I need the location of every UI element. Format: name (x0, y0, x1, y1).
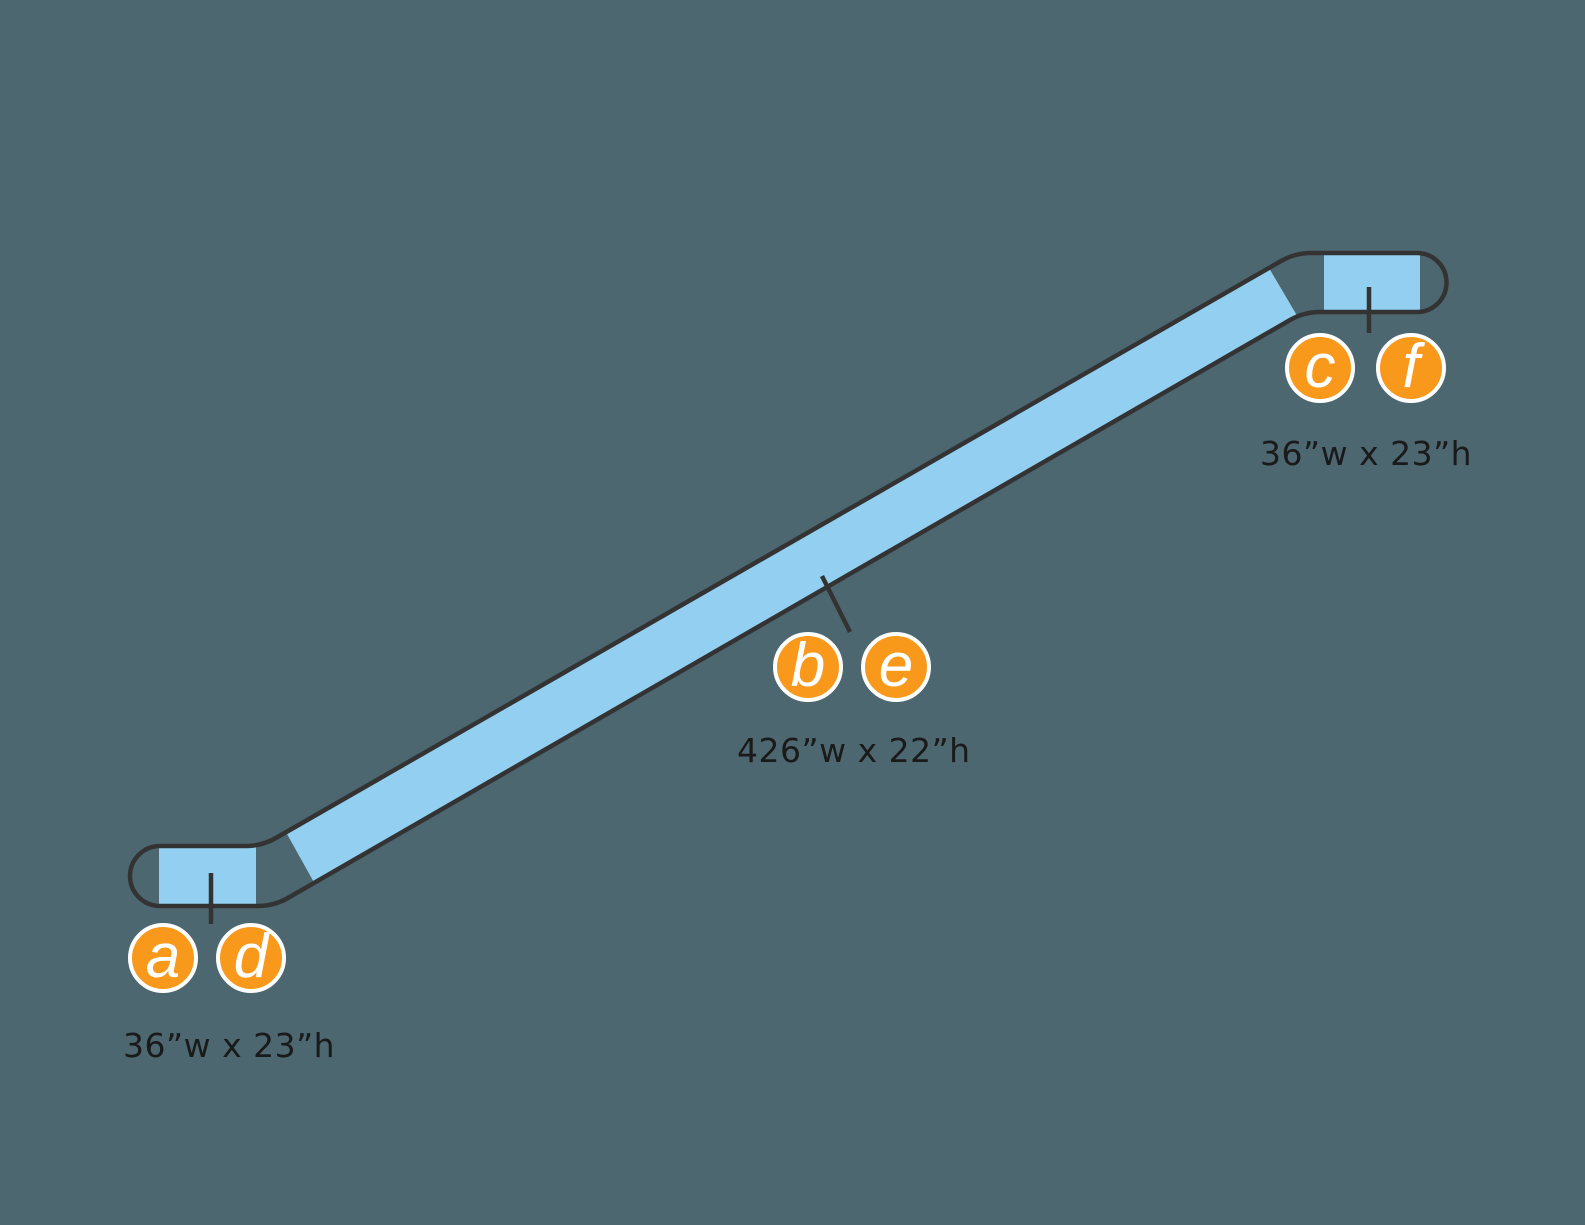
incline-dimension-label: 426”w x 22”h (737, 731, 971, 770)
badge-a: a (128, 923, 198, 993)
badge-b: b (773, 632, 843, 702)
badge-e: e (861, 632, 931, 702)
badge-c: c (1285, 333, 1355, 403)
incline-panel (286, 268, 1298, 883)
badge-f: f (1376, 333, 1446, 403)
upper-dimension-label: 36”w x 23”h (1260, 434, 1473, 473)
lower-dimension-label: 36”w x 23”h (123, 1026, 336, 1065)
incline-leader-line (819, 574, 853, 634)
lower-landing-panel (159, 846, 256, 906)
upper-landing-panel (1324, 253, 1420, 312)
badge-d: d (216, 923, 286, 993)
handrail-outline (127, 250, 1449, 909)
